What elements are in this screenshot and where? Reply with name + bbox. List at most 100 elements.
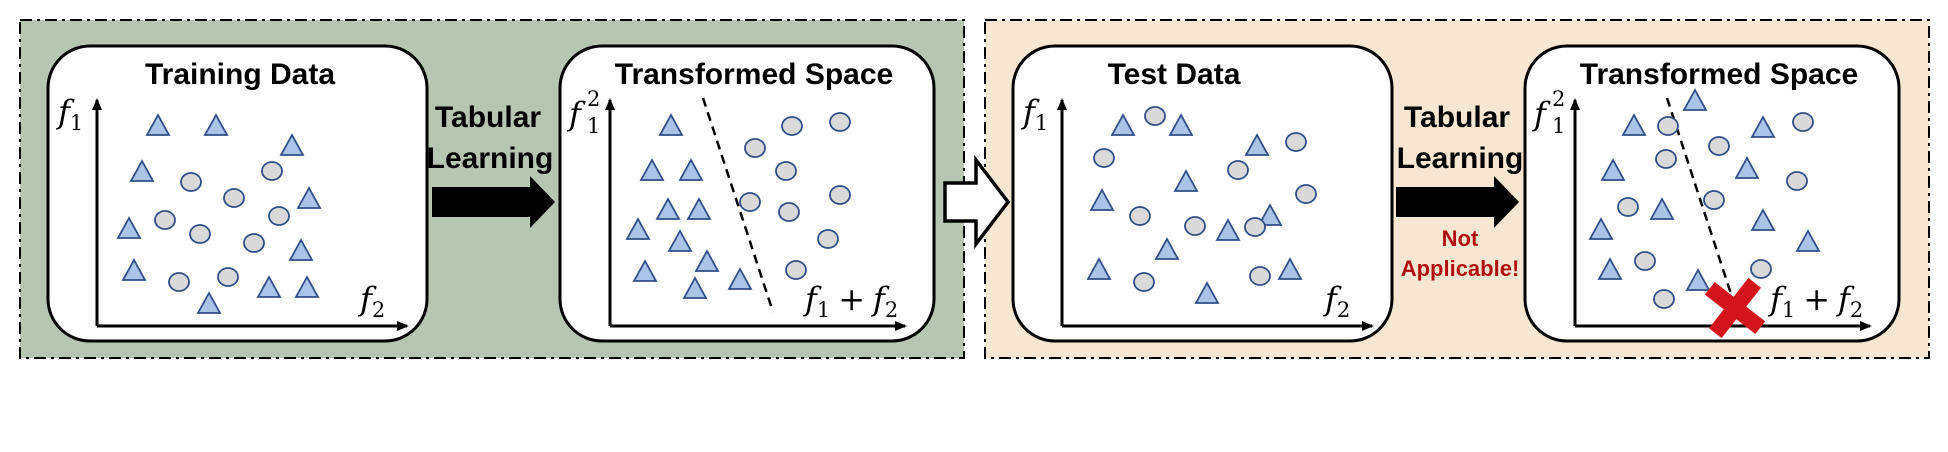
circle-marker xyxy=(1144,106,1166,126)
circle-marker xyxy=(1750,259,1772,279)
circle-marker xyxy=(1657,116,1679,136)
circle-marker xyxy=(1786,171,1808,191)
triangle-marker xyxy=(658,113,684,136)
arrow-label-learning: Learning xyxy=(1397,142,1524,175)
circle-marker xyxy=(268,206,290,226)
triangle-marker xyxy=(256,275,282,298)
test-data-title: Test Data xyxy=(1108,58,1241,91)
triangle-marker xyxy=(667,229,693,252)
triangle-marker xyxy=(678,158,704,181)
circle-marker xyxy=(223,188,245,208)
svg-text:2: 2 xyxy=(587,87,600,111)
training-data-points xyxy=(116,113,322,314)
triangle-marker xyxy=(1685,268,1711,291)
circle-marker xyxy=(1617,197,1639,217)
triangle-marker xyxy=(1795,229,1821,252)
decision-boundary-train xyxy=(701,97,775,313)
triangle-marker xyxy=(1244,133,1270,156)
circle-marker xyxy=(829,185,851,205)
test-data-points xyxy=(1086,106,1317,304)
triangle-marker xyxy=(1154,237,1180,260)
transformed-train-points xyxy=(625,112,851,299)
circle-marker xyxy=(180,172,202,192)
triangle-marker xyxy=(1649,197,1675,220)
circle-marker xyxy=(217,267,239,287)
triangle-marker xyxy=(1277,257,1303,280)
axes-test-data xyxy=(1057,98,1374,331)
training-data-title: Training Data xyxy=(145,58,335,91)
triangle-marker xyxy=(625,217,651,240)
triangle-marker xyxy=(1597,257,1623,280)
circle-marker xyxy=(744,138,766,158)
circle-marker xyxy=(778,202,800,222)
triangle-marker xyxy=(686,197,712,220)
circle-marker xyxy=(1655,149,1677,169)
triangle-marker xyxy=(1089,188,1115,211)
triangle-marker xyxy=(288,238,314,261)
triangle-marker xyxy=(1257,203,1283,226)
triangle-marker xyxy=(694,249,720,272)
triangle-marker xyxy=(294,275,320,298)
circle-marker xyxy=(739,192,761,212)
circle-marker xyxy=(1295,184,1317,204)
triangle-marker xyxy=(145,113,171,136)
circle-marker xyxy=(1129,206,1151,226)
triangle-marker xyxy=(1588,217,1614,240)
circle-marker xyxy=(261,161,283,181)
red-cross-icon xyxy=(1704,277,1766,339)
triangle-marker xyxy=(639,158,665,181)
arrow-label-tabular: Tabular xyxy=(435,101,541,134)
circle-marker xyxy=(1653,289,1675,309)
decision-boundary-test xyxy=(1665,97,1735,301)
arrow-label-tabular: Tabular xyxy=(1404,101,1510,134)
not-applicable-warning-line2: Applicable! xyxy=(1401,256,1520,281)
circle-marker xyxy=(1634,251,1656,271)
circle-marker xyxy=(817,229,839,249)
not-applicable-warning-line1: Not xyxy=(1442,226,1479,251)
triangle-marker xyxy=(1750,115,1776,138)
circle-marker xyxy=(168,272,190,292)
circle-marker xyxy=(781,116,803,136)
circle-marker xyxy=(1184,216,1206,236)
triangle-marker xyxy=(682,276,708,299)
triangle-marker xyxy=(1086,257,1112,280)
circle-marker xyxy=(1093,148,1115,168)
triangle-marker xyxy=(1168,113,1194,136)
block-arrow-icon xyxy=(432,176,555,228)
transformed-space-title-test: Transformed Space xyxy=(1580,58,1858,91)
circle-marker xyxy=(243,233,265,253)
axis-label-f1-plus-f2: f1+f2 xyxy=(803,280,898,322)
block-arrow-icon xyxy=(1396,176,1519,228)
circle-marker xyxy=(1249,266,1271,286)
hollow-arrow-icon xyxy=(943,154,1011,250)
triangle-marker xyxy=(632,259,658,282)
test-data-panel xyxy=(1011,44,1394,343)
svg-text:2: 2 xyxy=(1552,87,1565,111)
triangle-marker xyxy=(1682,88,1708,111)
circle-marker xyxy=(1244,217,1266,237)
triangle-marker xyxy=(1600,158,1626,181)
triangle-marker xyxy=(116,216,142,239)
triangle-marker xyxy=(1215,218,1241,241)
triangle-marker xyxy=(655,197,681,220)
triangle-marker xyxy=(1621,113,1647,136)
triangle-marker xyxy=(279,133,305,156)
circle-marker xyxy=(1792,112,1814,132)
circle-marker xyxy=(1708,136,1730,156)
circle-marker xyxy=(785,260,807,280)
svg-text:1: 1 xyxy=(1552,114,1565,138)
triangle-marker xyxy=(1194,281,1220,304)
axes-transformed-train xyxy=(605,98,907,331)
triangle-marker xyxy=(1750,208,1776,231)
triangle-marker xyxy=(1734,156,1760,179)
circle-marker xyxy=(1133,272,1155,292)
triangle-marker xyxy=(196,291,222,314)
triangle-marker xyxy=(121,258,147,281)
triangle-marker xyxy=(203,113,229,136)
transformed-test-points xyxy=(1588,88,1821,309)
triangle-marker xyxy=(1173,169,1199,192)
circle-marker xyxy=(189,224,211,244)
svg-text:1: 1 xyxy=(587,114,600,138)
triangle-marker xyxy=(296,186,322,209)
